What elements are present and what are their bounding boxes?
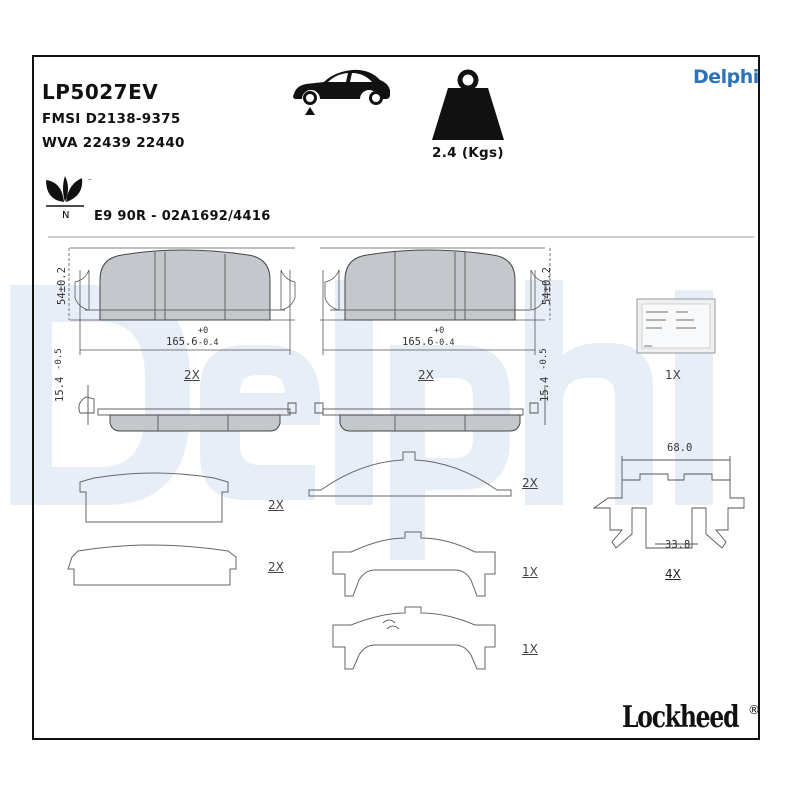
thickness-dim-right: 15.4 — [539, 376, 551, 402]
pad-length-dim-left: 165.6 — [166, 336, 198, 348]
abutment-clip-drawing — [592, 456, 745, 549]
pad-tol-minus-left: -0.4 — [198, 338, 219, 348]
qty-clips: 4X — [665, 567, 681, 581]
qty-shim-b: 2X — [522, 476, 538, 490]
eco-tm: ™ — [88, 178, 92, 183]
weight-value: 2.4 (Kgs) — [432, 145, 504, 161]
shim-outline-c — [67, 544, 237, 586]
qty-pads-left: 2X — [184, 368, 200, 382]
thickness-dim-left: 15.4 — [54, 376, 66, 402]
clip-inner-dim: 33.8 — [665, 539, 691, 551]
pad-tol-plus-left: +0 — [198, 326, 209, 336]
clip-width-dim: 68.0 — [667, 442, 693, 454]
qty-shim-a: 2X — [268, 498, 284, 512]
pad-height-dim-right: 54±0.2 — [541, 267, 553, 305]
grease-packet-icon — [636, 298, 716, 354]
shim-outline-a — [79, 472, 229, 523]
pad-height-dim-left: 54±0.2 — [56, 267, 68, 305]
drawing-frame — [32, 55, 760, 740]
shim-outline-b — [308, 451, 512, 497]
wva-number: WVA 22439 22440 — [42, 135, 185, 151]
shim-outline-e — [332, 606, 496, 670]
pad-tol-minus-right: -0.4 — [434, 338, 455, 348]
pad-tol-plus-right: +0 — [434, 326, 445, 336]
qty-shim-e: 1X — [522, 642, 538, 656]
eco-mark-letter: N — [62, 210, 69, 221]
pad-side-view-left — [78, 385, 297, 432]
fmsi-number: FMSI D2138-9375 — [42, 111, 181, 127]
qty-shim-d: 1X — [522, 565, 538, 579]
brake-pad-right-drawing — [320, 247, 551, 355]
approval-number: E9 90R - 02A1692/4416 — [94, 209, 271, 224]
lockheed-logo: Lockheed — [622, 700, 739, 735]
eco-leaf-icon: ™ N — [46, 176, 92, 221]
thickness-tol-right: -0.5 — [539, 348, 549, 370]
separator-line — [48, 236, 754, 238]
registered-mark: ® — [748, 703, 760, 717]
pad-length-dim-right: 165.6 — [402, 336, 434, 348]
qty-pads-right: 2X — [418, 368, 434, 382]
thickness-tol-left: -0.5 — [54, 348, 64, 370]
weight-icon — [432, 69, 504, 140]
pad-side-view-right — [314, 385, 546, 432]
car-icon — [293, 69, 390, 115]
qty-shim-c: 2X — [268, 560, 284, 574]
shim-outline-d — [332, 531, 496, 597]
brake-pad-left-drawing — [68, 247, 296, 355]
delphi-logo: Delphi — [693, 66, 759, 88]
part-number: LP5027EV — [42, 80, 159, 104]
qty-grease: 1X — [665, 368, 681, 382]
